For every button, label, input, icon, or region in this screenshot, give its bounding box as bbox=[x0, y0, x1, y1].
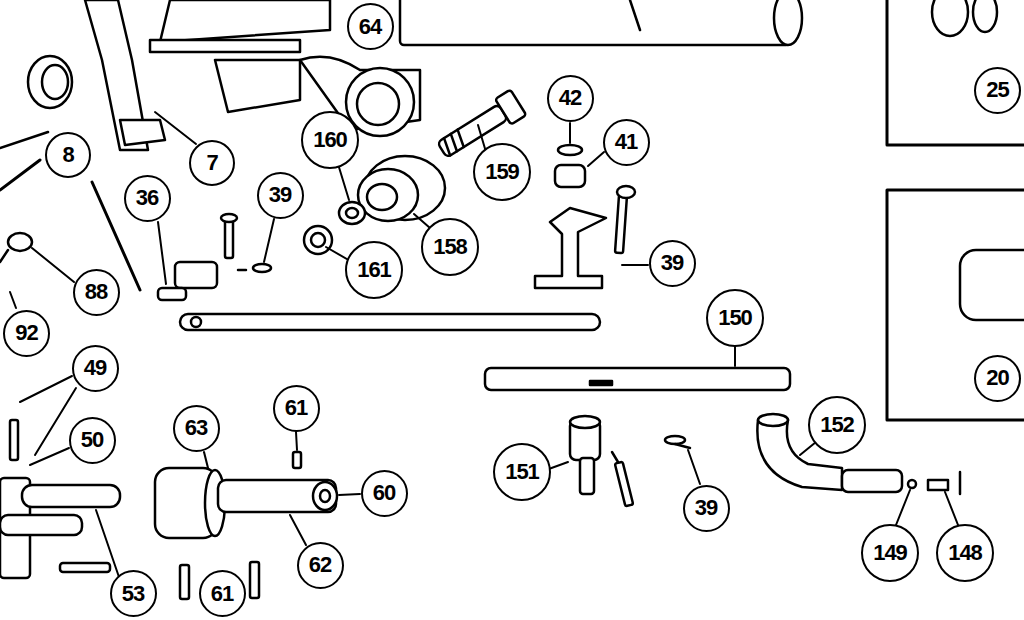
callout-number: 60 bbox=[361, 470, 408, 517]
callout-number: 61 bbox=[199, 570, 246, 617]
callout-number: 160 bbox=[301, 111, 359, 169]
callout-number: 159 bbox=[473, 143, 531, 201]
callout-number: 161 bbox=[345, 241, 403, 299]
callout-number: 39 bbox=[683, 485, 730, 532]
callout-number: 42 bbox=[547, 75, 594, 122]
callout-number: 149 bbox=[861, 524, 919, 582]
callout-number: 88 bbox=[73, 269, 120, 316]
callout-number: 53 bbox=[110, 570, 157, 617]
callout-number: 41 bbox=[603, 119, 650, 166]
callout-number: 151 bbox=[493, 443, 551, 501]
callout-number: 7 bbox=[189, 140, 235, 186]
callout-number: 20 bbox=[974, 355, 1021, 402]
callout-number: 49 bbox=[72, 345, 119, 392]
callout-number: 39 bbox=[649, 240, 696, 287]
callout-number: 92 bbox=[3, 310, 50, 357]
callout-number: 39 bbox=[257, 172, 304, 219]
callout-number: 64 bbox=[347, 3, 394, 50]
callout-number: 152 bbox=[808, 396, 866, 454]
callout-number: 61 bbox=[273, 385, 320, 432]
callout-number: 62 bbox=[297, 542, 344, 589]
callout-number: 50 bbox=[69, 417, 116, 464]
callout-number: 63 bbox=[173, 405, 220, 452]
callout-number: 148 bbox=[936, 524, 994, 582]
callout-number: 8 bbox=[45, 132, 91, 178]
callout-number: 150 bbox=[706, 289, 764, 347]
callout-number: 36 bbox=[124, 175, 171, 222]
callout-number: 25 bbox=[974, 67, 1021, 114]
callout-number: 158 bbox=[421, 218, 479, 276]
